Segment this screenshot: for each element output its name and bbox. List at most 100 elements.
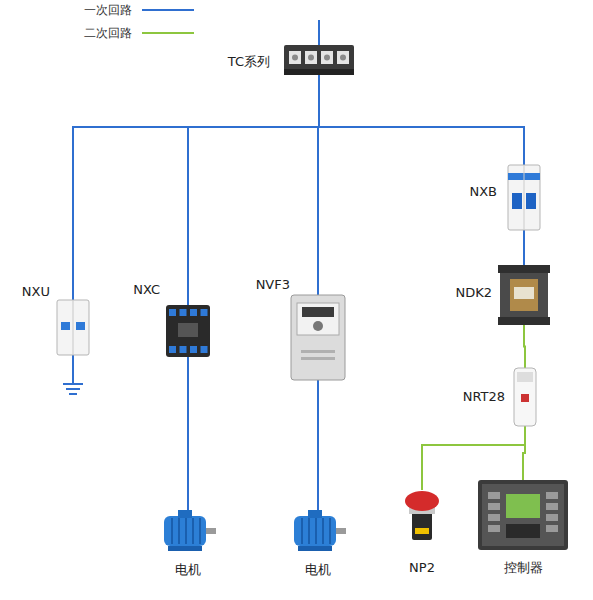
- button-base: [412, 512, 432, 540]
- surge-body: [57, 300, 89, 355]
- surge-window: [61, 322, 70, 330]
- wire-connector: [319, 75, 524, 165]
- contactor-terminal: [190, 346, 197, 353]
- inverter-vent: [301, 350, 335, 353]
- fuse-illustration: [514, 368, 536, 426]
- motor-foot: [168, 546, 202, 551]
- contactor-terminal: [169, 346, 176, 353]
- component-label: NVF3: [256, 277, 290, 293]
- wire-connector: [317, 380, 319, 510]
- surge-window: [76, 322, 85, 330]
- controller-strip: [506, 524, 540, 538]
- terminal-base: [284, 69, 354, 75]
- controller-key: [488, 514, 500, 521]
- motor-fin: [185, 518, 187, 544]
- component-transformer: NDK2: [498, 265, 550, 325]
- motor-fin: [329, 518, 331, 544]
- fuse-window: [521, 394, 529, 402]
- component-label: NXB: [469, 184, 497, 200]
- legend-text: 二次回路: [84, 25, 132, 42]
- component-fuse: NRT28: [514, 368, 536, 426]
- transformer-frame: [498, 265, 550, 273]
- motor-fin: [301, 518, 303, 544]
- inverter-knob: [313, 321, 323, 331]
- contactor-terminal: [169, 309, 176, 316]
- inverter-display: [302, 307, 334, 317]
- controller-key: [488, 503, 500, 510]
- wire-connector: [524, 325, 525, 368]
- motor-fin: [315, 518, 317, 544]
- breaker-toggle: [512, 193, 522, 209]
- terminal-screw: [340, 55, 346, 61]
- transformer-label: [514, 287, 534, 299]
- transformer-coil: [510, 279, 538, 311]
- component-motor: 电机: [160, 510, 216, 552]
- surge-divider: [73, 300, 74, 355]
- motor-illustration: [290, 510, 346, 552]
- terminal-slot: [289, 51, 301, 64]
- fuse-body: [514, 368, 536, 426]
- motor-terminal-box: [178, 510, 192, 518]
- component-label: TC系列: [228, 54, 270, 70]
- contactor-plate: [178, 323, 198, 337]
- component-surge: NXU: [57, 300, 89, 355]
- controller-body: [478, 480, 568, 550]
- ground-symbol: [63, 383, 83, 385]
- button-head: [405, 491, 439, 511]
- terminal-screw: [324, 55, 330, 61]
- wire-connector: [73, 75, 319, 300]
- motor-shaft: [336, 528, 346, 534]
- component-contactor: NXC: [166, 305, 210, 357]
- transformer-frame: [498, 317, 550, 325]
- component-button: NP2: [405, 490, 439, 540]
- breaker-toggle: [526, 193, 536, 209]
- component-label: NXC: [133, 282, 160, 298]
- legend-item: 二次回路: [84, 24, 194, 42]
- inverter-vent: [301, 357, 335, 360]
- terminal-illustration: [284, 45, 354, 75]
- button-illustration: [405, 490, 439, 540]
- terminal-screw: [292, 55, 298, 61]
- component-label: 电机: [175, 562, 201, 578]
- motor-illustration: [160, 510, 216, 552]
- controller-illustration: [478, 480, 568, 550]
- component-controller: 控制器: [478, 480, 568, 550]
- controller-key: [546, 503, 558, 510]
- breaker-body: [508, 165, 540, 230]
- terminal-body: [284, 45, 354, 75]
- inverter-illustration: [291, 295, 345, 380]
- legend-text: 一次回路: [84, 2, 132, 19]
- ground-symbol: [69, 393, 77, 395]
- motor-fin: [192, 518, 194, 544]
- button-contact: [415, 528, 429, 534]
- motor-terminal-box: [308, 510, 322, 518]
- motor-fin: [199, 518, 201, 544]
- motor-fin: [308, 518, 310, 544]
- motor-body: [164, 516, 206, 546]
- component-inverter: NVF3: [291, 295, 345, 380]
- component-label: NDK2: [455, 285, 492, 301]
- contactor-terminal: [201, 346, 208, 353]
- fuse-cap: [517, 372, 533, 382]
- terminal-slot: [305, 51, 317, 64]
- wire-connector: [187, 357, 189, 510]
- contactor-illustration: [166, 305, 210, 357]
- legend-swatch: [142, 9, 194, 11]
- component-label: NRT28: [463, 389, 505, 405]
- motor-fin: [178, 518, 180, 544]
- component-breaker: NXB: [508, 165, 540, 230]
- legend-swatch: [142, 32, 194, 34]
- component-label: NP2: [409, 560, 435, 576]
- motor-fin: [171, 518, 173, 544]
- inverter-panel: [297, 303, 339, 335]
- legend-item: 一次回路: [84, 1, 194, 19]
- contactor-terminal: [190, 309, 197, 316]
- contactor-terminal: [201, 309, 208, 316]
- component-terminal: TC系列: [284, 45, 354, 75]
- motor-shaft: [206, 528, 216, 534]
- controller-key: [546, 514, 558, 521]
- ground-wire: [72, 355, 74, 384]
- component-label: 控制器: [504, 560, 543, 576]
- terminal-screw: [308, 55, 314, 61]
